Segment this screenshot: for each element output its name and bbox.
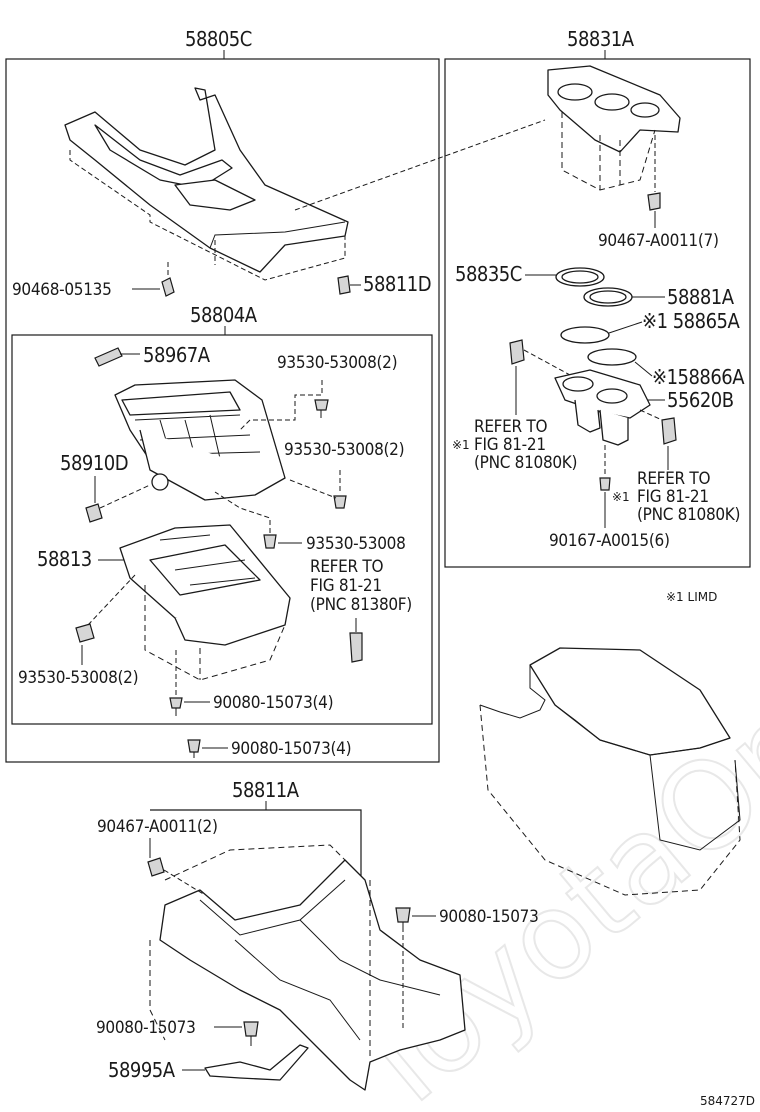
ring-58865A <box>560 326 610 344</box>
screw-90167-A0015-6 <box>599 477 611 491</box>
label-58811D[interactable]: 58811D <box>363 272 432 296</box>
label-90467-A0011-7[interactable]: 90467-A0011(7) <box>598 231 719 251</box>
dash-93530-53008-2c <box>87 574 136 626</box>
diagram-id: 584727D <box>700 1094 755 1108</box>
ref1-line3[interactable]: (PNC 81380F) <box>310 595 412 615</box>
group-label-58811A[interactable]: 58811A <box>232 778 300 802</box>
label-58995A[interactable]: 58995A <box>108 1058 176 1082</box>
dash-58910D <box>99 484 151 509</box>
leader-93530-53008-2a <box>239 380 323 431</box>
spring-58967A <box>94 347 123 367</box>
label-58881A[interactable]: 58881A <box>667 285 735 309</box>
label-90167-A0015-6[interactable]: 90167-A0015(6) <box>549 531 670 551</box>
label-90080-15073-4a[interactable]: 90080-15073(4) <box>213 693 334 713</box>
label-58866A[interactable]: ※158866A <box>652 365 746 389</box>
dash-lid-screw <box>289 479 337 499</box>
bolt-90080-15073a <box>395 907 411 932</box>
part-drawing-lid <box>114 379 286 501</box>
clip-90467-A0011-2 <box>147 857 165 877</box>
ring-58835C-inner <box>561 270 599 284</box>
box-58804A <box>11 334 433 725</box>
screw-93530-53008-2a <box>314 399 329 418</box>
connector-ref2 <box>509 339 525 365</box>
ref1-line2[interactable]: FIG 81-21 <box>310 576 382 596</box>
ref2-line1[interactable]: REFER TO <box>474 417 548 437</box>
ref2-mark[interactable]: ※1 <box>452 438 470 452</box>
bolt-90080-15073-4b <box>187 739 201 758</box>
clip-58910D <box>85 503 103 523</box>
connector-ref1 <box>349 618 363 663</box>
label-55620B[interactable]: 55620B <box>667 388 734 412</box>
label-90468-05135[interactable]: 90468-05135 <box>12 280 112 300</box>
box-58805C <box>5 58 440 763</box>
part-drawing-55620B <box>554 369 651 446</box>
box-58831A <box>444 58 751 568</box>
ring-58881A-inner <box>589 290 627 304</box>
ref2-line3[interactable]: (PNC 81080K) <box>474 453 578 473</box>
screw-93530-53008-2c <box>75 623 95 643</box>
context-armrest-drawing <box>479 647 741 896</box>
label-58813[interactable]: 58813 <box>37 547 92 571</box>
label-90080-15073a[interactable]: 90080-15073 <box>439 907 539 927</box>
label-93530-53008-2b[interactable]: 93530-53008(2) <box>284 440 405 460</box>
clip-90467-A0011-7 <box>647 192 661 211</box>
leader-58866A <box>634 361 653 377</box>
ref3-line2[interactable]: FIG 81-21 <box>637 487 709 507</box>
group-label-58804A[interactable]: 58804A <box>190 303 258 327</box>
label-90467-A0011-2[interactable]: 90467-A0011(2) <box>97 817 218 837</box>
label-58865A[interactable]: ※1 58865A <box>642 309 741 333</box>
screw-93530-53008-2b <box>333 495 347 509</box>
ref3-line1[interactable]: REFER TO <box>637 469 711 489</box>
label-90080-15073b[interactable]: 90080-15073 <box>96 1018 196 1038</box>
part-drawing-58813 <box>119 524 291 681</box>
label-58910D[interactable]: 58910D <box>60 451 129 475</box>
ref2-line2[interactable]: FIG 81-21 <box>474 435 546 455</box>
part-drawing-58811A <box>149 844 466 1091</box>
group-label-58805C[interactable]: 58805C <box>185 27 252 51</box>
label-90080-15073-4b[interactable]: 90080-15073(4) <box>231 739 352 759</box>
box-58811A <box>150 809 362 890</box>
dash-ref3 <box>639 409 663 421</box>
clip-90468-05135 <box>161 262 175 297</box>
part-drawing-58805C <box>64 87 546 281</box>
bolt-90080-15073b <box>243 1021 259 1046</box>
ref1-line1[interactable]: REFER TO <box>310 557 384 577</box>
dash-90467-A0011-2 <box>163 869 206 896</box>
dash-ref2 <box>523 349 571 376</box>
leader-58865A <box>608 321 643 334</box>
label-93530-53008-2a[interactable]: 93530-53008(2) <box>277 353 398 373</box>
label-93530-53008[interactable]: 93530-53008 <box>306 534 406 554</box>
bolt-90080-15073-4a <box>169 697 183 716</box>
ref3-mark[interactable]: ※1 <box>612 490 630 504</box>
part-drawing-58995A <box>204 1044 309 1081</box>
connector-ref3 <box>661 417 677 445</box>
part-drawing-58831A <box>547 65 681 191</box>
label-58835C[interactable]: 58835C <box>455 262 522 286</box>
ring-58866A <box>587 348 637 366</box>
label-58967A[interactable]: 58967A <box>143 343 211 367</box>
note-limd[interactable]: ※1 LIMD <box>666 590 717 604</box>
screw-93530-53008 <box>263 534 277 549</box>
clip-58811D <box>337 275 351 295</box>
label-93530-53008-2c[interactable]: 93530-53008(2) <box>18 668 139 688</box>
ref3-line3[interactable]: (PNC 81080K) <box>637 505 741 525</box>
group-label-58831A[interactable]: 58831A <box>567 27 635 51</box>
